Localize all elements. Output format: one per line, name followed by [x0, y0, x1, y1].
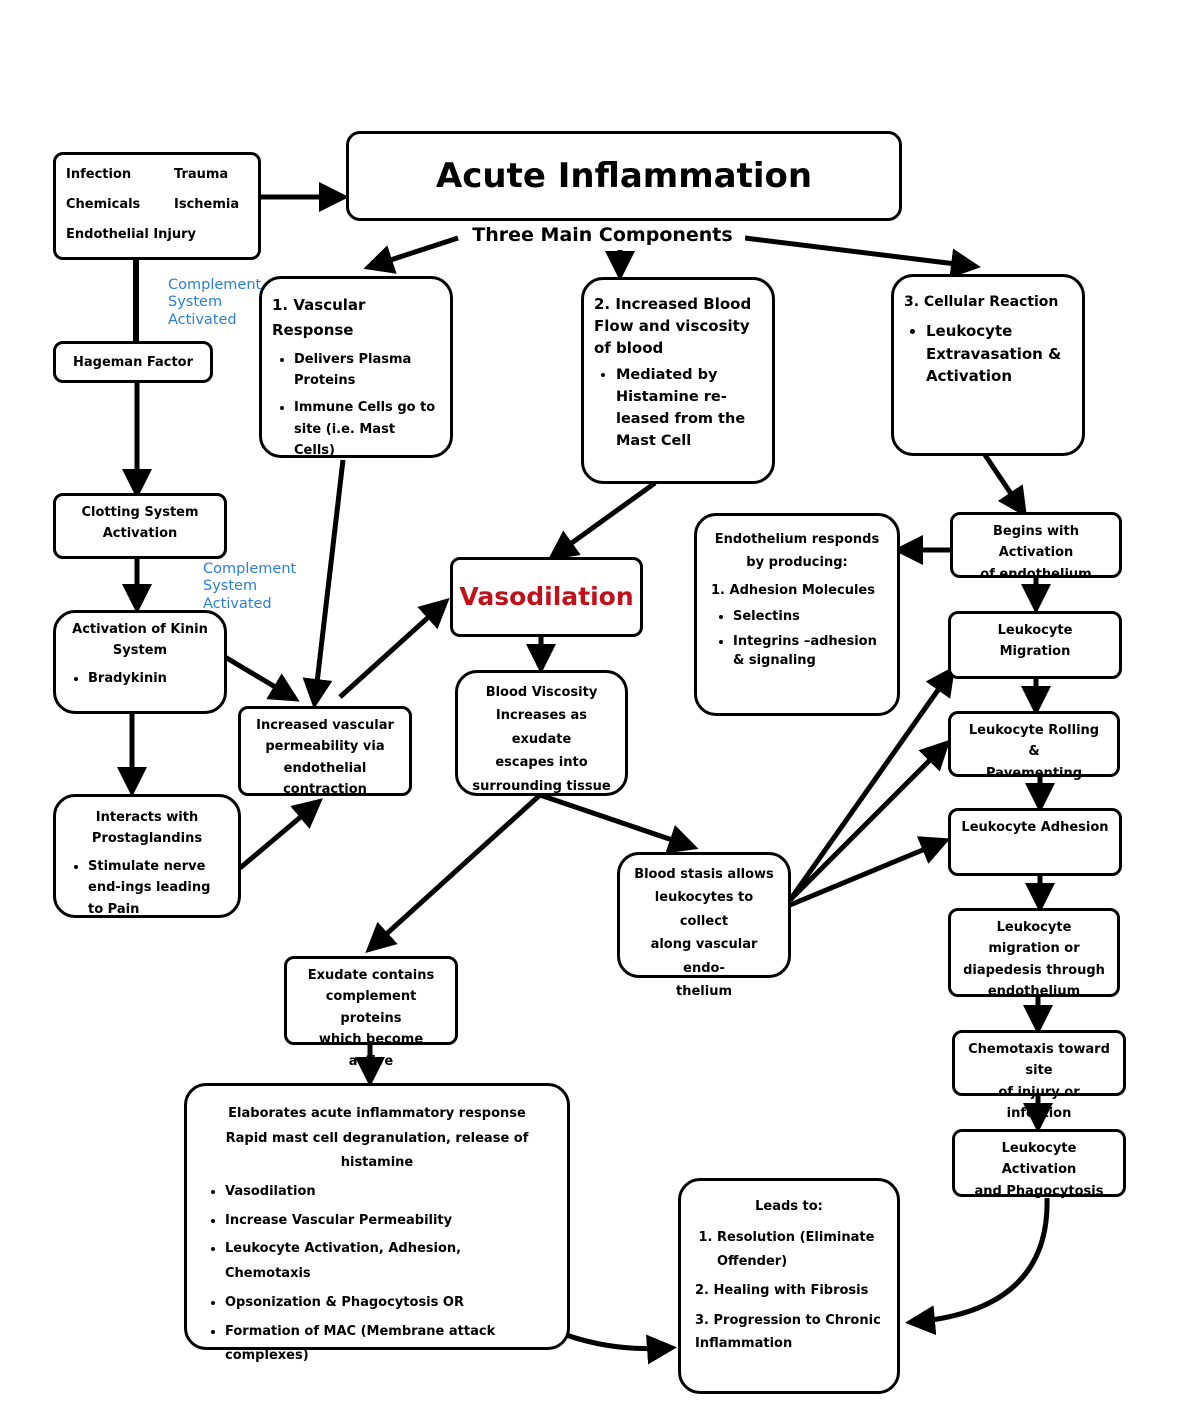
leukocyte-adhesion-box: Leukocyte Adhesion	[948, 808, 1122, 876]
bullet-mac: Formation of MAC (Membrane attack comple…	[225, 1320, 551, 1369]
vasodilation-label: Vasodilation	[459, 582, 634, 612]
clotting-system-box: Clotting System Activation	[53, 493, 227, 559]
arrow-to-cellular	[744, 235, 981, 279]
bullet-nerve-endings: Stimulate nerve end-ings leading to Pain	[88, 856, 228, 920]
arrow-bloodflow-to-vasodilation	[547, 480, 657, 561]
bullet-permeability: Increase Vascular Permeability	[225, 1209, 551, 1234]
arrow-cellular-to-begins	[982, 453, 1028, 518]
outcome-fibrosis: 2. Healing with Fibrosis	[695, 1283, 869, 1299]
bullet-opsonization: Opsonization & Phagocytosis OR	[225, 1291, 551, 1316]
blood-stasis-box: Blood stasis allows leukocytes to collec…	[617, 852, 791, 999]
title-box: Acute Inflammation	[346, 131, 902, 221]
arrow-viscosity-to-stasis	[539, 792, 699, 854]
elaborates-box: Elaborates acute inflammatory response R…	[184, 1083, 570, 1363]
leads-to-box: Leads to: Resolution (Eliminate Offender…	[678, 1178, 900, 1394]
chemotaxis-box: Chemotaxis toward site of injury or infe…	[952, 1030, 1126, 1121]
complement-label-1: Complement System Activated	[168, 277, 262, 328]
leukocyte-diapedesis-box: Leukocyte migration or diapedesis throug…	[948, 908, 1120, 999]
page-title: Acute Inflammation	[435, 155, 813, 196]
outcome-chronic: 3. Progression to Chronic Inflammation	[695, 1312, 881, 1351]
outcome-resolution: Resolution (Eliminate Offender)	[717, 1226, 883, 1273]
blood-flow-box: 2. Increased Blood Flow and viscosity of…	[581, 277, 775, 484]
cause-endothelial-injury: Endothelial Injury	[66, 227, 197, 242]
subtitle: Three Main Components	[460, 224, 745, 246]
arrow-elaborates-to-leads	[557, 1329, 677, 1365]
vascular-response-box: 1. Vascular Response Delivers Plasma Pro…	[259, 276, 453, 458]
complement-label-2: Complement System Activated	[203, 561, 297, 612]
begins-activation-box: Begins with Activation of endothelium	[950, 512, 1122, 582]
arrow-permeability-to-vasodilation	[338, 597, 450, 699]
cellular-reaction-box: 3. Cellular Reaction Leukocyte Extravasa…	[891, 274, 1085, 456]
bullet-immune-cells: Immune Cells go to site (i.e. Mast Cells…	[294, 397, 440, 461]
bullet-selectins: Selectins	[733, 608, 883, 627]
leukocyte-migration-box: Leukocyte Migration	[948, 611, 1122, 679]
leukocyte-rolling-box: Leukocyte Rolling & Pavementing	[948, 711, 1120, 781]
cause-chemicals: Chemicals	[66, 197, 141, 212]
bullet-vasodilation: Vasodilation	[225, 1180, 551, 1205]
bullet-leukocyte-activation: Leukocyte Activation, Adhesion, Chemotax…	[225, 1237, 551, 1286]
bullet-extravasation: Leukocyte Extravasation & Activation	[926, 320, 1072, 388]
arrow-stasis-to-migration	[787, 665, 956, 902]
bullet-bradykinin: Bradykinin	[88, 668, 214, 689]
arrow-kinin-to-permeability	[223, 654, 300, 702]
permeability-box: Increased vascular permeability via endo…	[238, 706, 412, 797]
cause-ischemia: Ischemia	[174, 197, 240, 212]
bullet-plasma-proteins: Delivers Plasma Proteins	[294, 349, 440, 392]
leukocyte-activation-box: Leukocyte Activation and Phagocytosis	[952, 1129, 1126, 1199]
hageman-factor-label: Hageman Factor	[72, 355, 194, 370]
causes-box: Infection Trauma Chemicals Ischemia Endo…	[53, 152, 261, 260]
arrow-vascular-to-permeability	[302, 459, 346, 709]
exudate-box: Exudate contains complement proteins whi…	[284, 956, 458, 1069]
bullet-histamine: Mediated by Histamine re-leased from the…	[616, 365, 762, 452]
arrow-to-vascular	[363, 235, 459, 274]
blood-viscosity-box: Blood Viscosity Increases as exudate esc…	[455, 670, 628, 796]
arrow-stasis-to-adhesion	[789, 836, 951, 908]
arrow-prostaglandins-to-permeability	[238, 798, 323, 870]
hageman-factor-box: Hageman Factor	[53, 341, 213, 383]
prostaglandins-box: Interacts with Prostaglandins Stimulate …	[53, 794, 241, 918]
arrow-viscosity-to-exudate	[365, 793, 542, 954]
cause-infection: Infection	[66, 167, 132, 182]
cause-trauma: Trauma	[174, 167, 229, 182]
bullet-integrins: Integrins –adhesion & signaling	[733, 633, 883, 671]
endothelium-responds-box: Endothelium responds by producing: 1. Ad…	[694, 513, 900, 716]
kinin-system-box: Activation of Kinin System Bradykinin	[53, 610, 227, 714]
arrow-activation-to-leads	[905, 1197, 1050, 1336]
arrow-stasis-to-rolling	[788, 739, 951, 902]
vasodilation-box: Vasodilation	[450, 557, 643, 637]
